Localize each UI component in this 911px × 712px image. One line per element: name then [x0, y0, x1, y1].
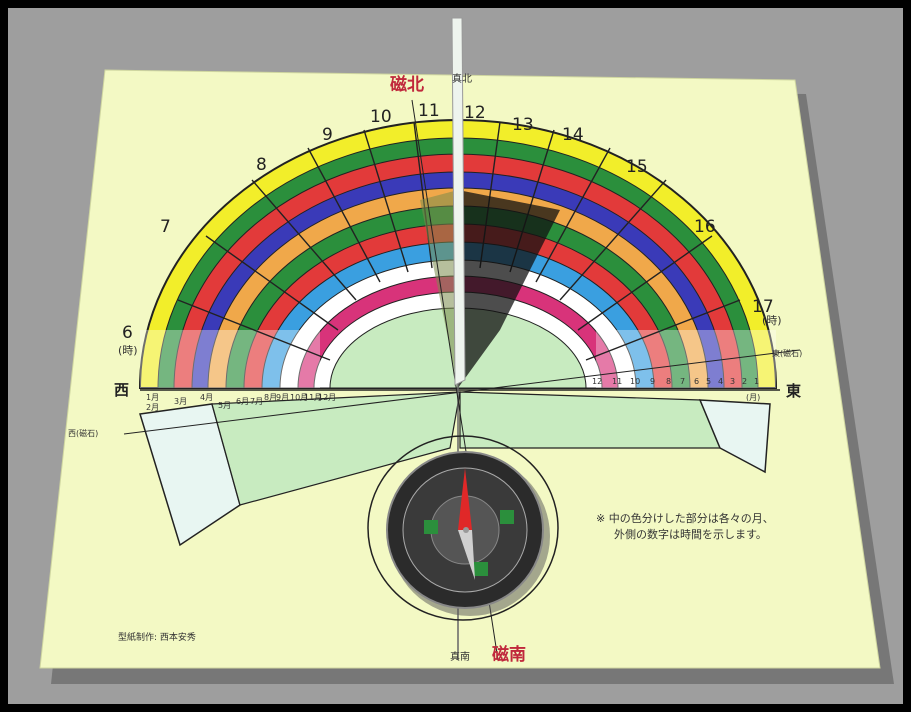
hour-13: 13 — [512, 115, 534, 135]
true-north-label: 真北 — [452, 72, 472, 85]
true-south-label: 真南 — [450, 650, 470, 663]
month-labels-right: 12 11 10 9 8 7 6 5 4 3 2 1 (月) — [592, 377, 760, 402]
month-8: 8月 — [264, 393, 277, 402]
month-7: 7月 — [250, 397, 263, 406]
compass-needle-north — [458, 468, 472, 530]
month-11: 11月 — [304, 393, 322, 402]
compass-needle-south — [458, 530, 475, 580]
west-label: 西 — [114, 381, 129, 399]
magnetic-line — [123, 349, 801, 435]
rmonth-12: 12 — [592, 377, 602, 386]
hour-8: 8 — [256, 155, 267, 175]
month-6: 6月 — [236, 397, 249, 406]
hour-unit-right: (時) — [762, 314, 782, 327]
month-5: 5月 — [218, 401, 231, 410]
compass — [367, 435, 559, 621]
month-10: 10月 — [290, 393, 308, 402]
rmonth-9: 9 — [650, 377, 655, 386]
rmonth-3: 3 — [730, 377, 735, 386]
west-magnet-label: 西(磁石) — [68, 428, 98, 438]
month-9: 9月 — [276, 393, 289, 402]
hour-12: 12 — [464, 103, 486, 123]
hour-15: 15 — [626, 157, 648, 177]
credit-text: 型紙制作: 西本安秀 — [118, 631, 196, 643]
hour-10: 10 — [370, 107, 392, 127]
hour-16: 16 — [694, 217, 716, 237]
hour-9: 9 — [322, 125, 333, 145]
east-magnet-label: 東(磁石) — [772, 348, 802, 358]
note-line-1: ※ 中の色分けした部分は各々の月、 — [596, 511, 774, 525]
rmonth-1: 1 — [754, 377, 759, 386]
rmonth-7: 7 — [680, 377, 685, 386]
hour-6: 6 — [122, 323, 133, 343]
rmonth-10: 10 — [630, 377, 640, 386]
hour-17: 17 — [752, 297, 774, 317]
month-1: 1月 — [146, 393, 159, 402]
rmonth-unit: (月) — [746, 393, 760, 402]
lower-bands — [139, 391, 771, 547]
rmonth-11: 11 — [612, 377, 622, 386]
magnetic-north-label: 磁北 — [390, 74, 424, 95]
rmonth-4: 4 — [718, 377, 723, 386]
hour-unit-left: (時) — [118, 344, 138, 357]
note-line-2: 外側の数字は時間を示します。 — [614, 527, 767, 541]
month-12: 12月 — [318, 393, 336, 402]
rmonth-6: 6 — [694, 377, 699, 386]
hour-7: 7 — [160, 217, 171, 237]
hour-labels: 6 7 8 9 10 11 12 13 14 15 16 17 (時) (時) — [118, 101, 782, 357]
month-labels-left: 1月 2月 3月 4月 5月 6月 7月 8月 9月 10月 11月 12月 — [146, 393, 336, 412]
rmonth-8: 8 — [666, 377, 671, 386]
rmonth-2: 2 — [742, 377, 747, 386]
gnomon — [451, 17, 466, 386]
east-label: 東 — [786, 382, 801, 400]
hour-11: 11 — [418, 101, 440, 121]
month-4: 4月 — [200, 393, 213, 402]
hour-14: 14 — [562, 125, 584, 145]
month-3: 3月 — [174, 397, 187, 406]
rmonth-5: 5 — [706, 377, 711, 386]
month-2: 2月 — [146, 403, 159, 412]
magnetic-south-label: 磁南 — [492, 644, 526, 665]
